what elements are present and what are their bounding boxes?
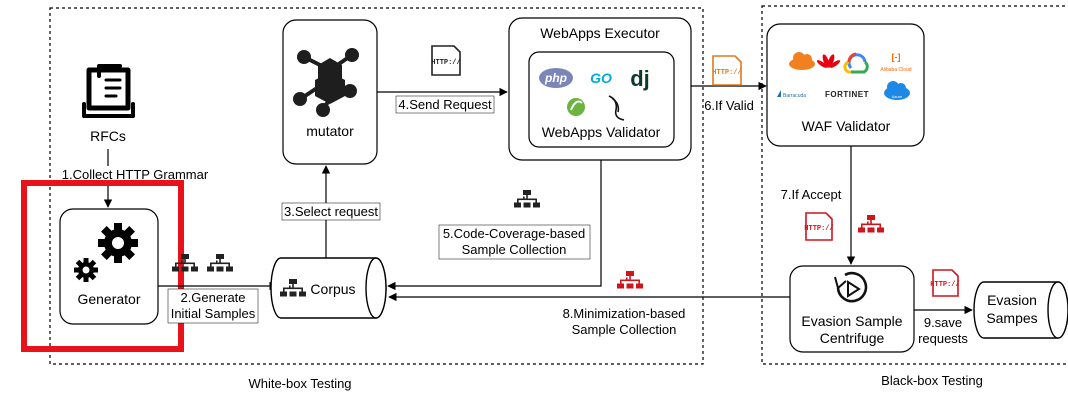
- evasion-samples-label-2: Sampes: [986, 310, 1037, 326]
- gear-small-icon: [74, 258, 98, 282]
- http-file-icon-valid: HTTP://: [712, 55, 742, 86]
- blackbox-label: Black-box Testing: [881, 373, 983, 388]
- flask-logo-icon: [608, 95, 625, 121]
- whitebox-frame: [49, 7, 704, 365]
- huawei-logo-icon: [816, 54, 841, 68]
- executor-label: WebApps Executor: [540, 25, 660, 41]
- rfcs-label: RFCs: [90, 128, 126, 144]
- centrifuge-box[interactable]: [789, 265, 915, 353]
- corpus-label: Corpus: [310, 281, 355, 297]
- waf-validator-label: WAF Validator: [802, 118, 891, 134]
- send-label-bg: [395, 95, 495, 114]
- whitebox-label: White-box Testing: [248, 376, 351, 391]
- mutator-label: mutator: [306, 123, 354, 139]
- send-label: 4.Send Request: [398, 97, 492, 112]
- http-file-icon-accept: HTTP://: [804, 212, 834, 241]
- centrifuge-label-1: Evasion Sample: [801, 313, 902, 329]
- molecule-icon: [293, 48, 359, 117]
- svg-text:Azure: Azure: [892, 94, 903, 99]
- coverage-tree-icon: [514, 190, 540, 208]
- svg-text:Alibaba Cloud: Alibaba Cloud: [880, 67, 911, 73]
- select-label: 3.Select request: [284, 204, 378, 219]
- php-logo-icon: php: [539, 68, 573, 88]
- centrifuge-replay-icon: [834, 271, 868, 303]
- collect-label: 1.Collect HTTP Grammar: [62, 167, 209, 182]
- azure-logo-icon: Azure: [884, 81, 910, 100]
- centrifuge-label-2: Centrifuge: [820, 330, 885, 346]
- save-label-1: 9.save: [924, 315, 962, 330]
- select-label-bg: [281, 202, 381, 221]
- blackbox-frame: [761, 5, 1068, 365]
- django-logo-icon: dj: [630, 66, 650, 91]
- http-file-icon-send: HTTP://: [431, 45, 461, 76]
- accept-label: 7.If Accept: [781, 187, 842, 202]
- minimization-label-2: Sample Collection: [572, 322, 677, 337]
- svg-text:HTTP://: HTTP://: [712, 69, 741, 77]
- cloudflare-logo-icon: [789, 52, 815, 70]
- svg-text:HTTP://: HTTP://: [930, 281, 959, 289]
- gear-large-icon: [98, 223, 138, 263]
- coverage-label-bg: [438, 224, 591, 260]
- sample-tree-icon-1: [172, 254, 198, 272]
- minimization-label-bg: [547, 305, 701, 339]
- evasion-samples-label-1: Evasion: [987, 292, 1037, 308]
- generator-label: Generator: [77, 291, 140, 307]
- rfc-document-icon: [82, 64, 135, 118]
- svg-text:[-]: [-]: [892, 52, 901, 62]
- highlight-box: [21, 180, 184, 352]
- svg-text:HTTP://: HTTP://: [431, 59, 460, 67]
- fortinet-logo-icon: FORTINET: [825, 90, 869, 99]
- spring-logo-icon: [567, 98, 585, 116]
- barracuda-logo-icon: Barracuda: [777, 90, 806, 99]
- save-label-2: requests: [918, 331, 968, 346]
- generate-label-bg: [167, 288, 259, 324]
- corpus-db[interactable]: [270, 257, 387, 319]
- generate-label-2: Initial Samples: [171, 306, 256, 321]
- validator-label: WebApps Validator: [542, 124, 661, 140]
- http-file-icon-save: HTTP://: [930, 269, 960, 297]
- generator-box[interactable]: [59, 208, 159, 325]
- alibaba-cloud-logo-icon: [-] Alibaba Cloud: [880, 52, 911, 73]
- valid-label: 6.If Valid: [704, 98, 754, 113]
- go-logo-icon: GO: [590, 70, 612, 86]
- google-cloud-logo-icon: [843, 52, 869, 74]
- svg-text:Barracuda: Barracuda: [783, 93, 806, 99]
- accept-label-bg: [776, 186, 846, 203]
- coverage-label-1: 5.Code-Coverage-based: [443, 226, 585, 241]
- minimization-label-1: 8.Minimization-based: [563, 306, 686, 321]
- accept-tree-icon: [858, 215, 884, 233]
- minimization-tree-icon: [617, 271, 643, 289]
- evasion-samples-db[interactable]: [973, 281, 1068, 339]
- svg-text:HTTP://: HTTP://: [804, 225, 833, 233]
- coverage-label-2: Sample Collection: [462, 242, 567, 257]
- generate-label-1: 2.Generate: [180, 290, 245, 305]
- coverage-arrow: [387, 160, 602, 291]
- sample-tree-icon-2: [207, 254, 233, 272]
- collect-label-bg: [60, 166, 210, 183]
- svg-text:php: php: [544, 71, 567, 85]
